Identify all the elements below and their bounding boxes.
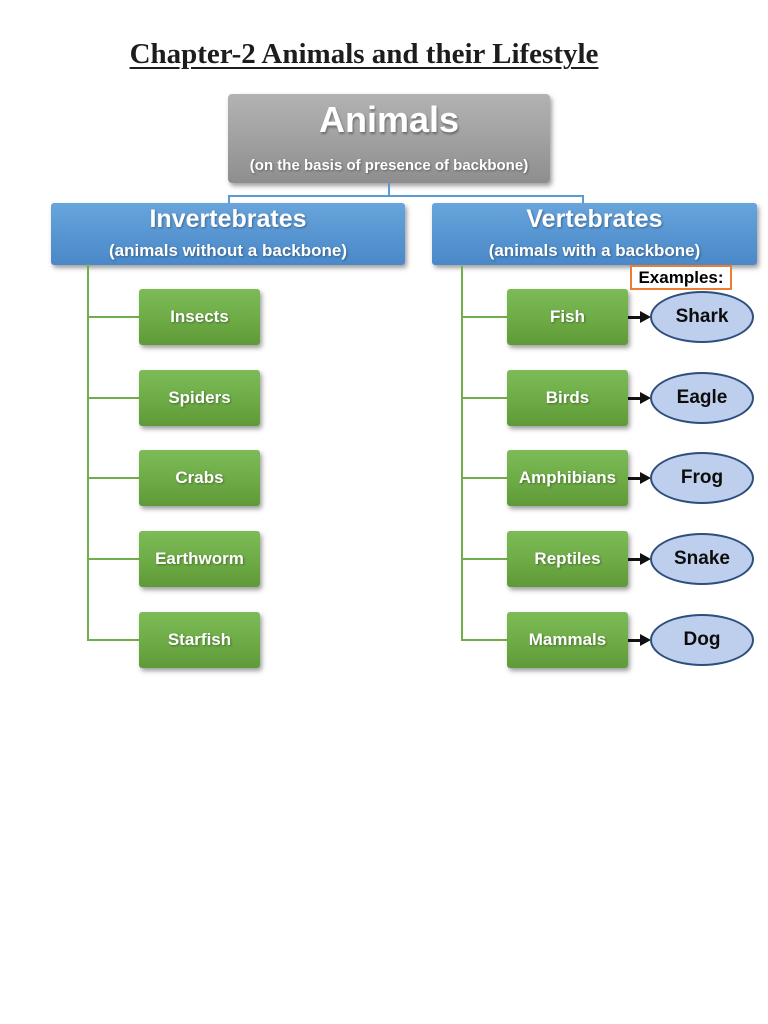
arrow-head-reptiles-snake xyxy=(640,553,651,565)
node-mammals: Mammals xyxy=(507,612,628,668)
node-insects: Insects xyxy=(139,289,260,345)
connector-spiders xyxy=(87,397,139,399)
branch-vertebrates-subtitle: (animals with a backbone) xyxy=(488,241,701,260)
connector-root-crossbar xyxy=(228,195,584,197)
node-birds: Birds xyxy=(507,370,628,426)
connector-vertebrates-trunk xyxy=(461,266,463,641)
arrow-line-mammals-dog xyxy=(628,639,642,642)
example-dog: Dog xyxy=(650,614,754,666)
connector-insects xyxy=(87,316,139,318)
example-snake: Snake xyxy=(650,533,754,585)
node-amphibians: Amphibians xyxy=(507,450,628,506)
branch-invertebrates-title: Invertebrates xyxy=(149,205,307,233)
node-starfish: Starfish xyxy=(139,612,260,668)
arrow-head-amphibians-frog xyxy=(640,472,651,484)
node-spiders: Spiders xyxy=(139,370,260,426)
page-title: Chapter-2 Animals and their Lifestyle xyxy=(129,38,599,70)
arrow-line-reptiles-snake xyxy=(628,558,642,561)
connector-amphibians xyxy=(461,477,507,479)
branch-invertebrates: Invertebrates (animals without a backbon… xyxy=(51,203,405,265)
node-crabs: Crabs xyxy=(139,450,260,506)
connector-crabs xyxy=(87,477,139,479)
branch-invertebrates-subtitle: (animals without a backbone) xyxy=(108,241,348,260)
node-fish: Fish xyxy=(507,289,628,345)
root-node-animals: Animals (on the basis of presence of bac… xyxy=(228,94,550,183)
arrow-head-fish-shark xyxy=(640,311,651,323)
arrow-line-fish-shark xyxy=(628,316,642,319)
root-node-title: Animals xyxy=(318,99,460,140)
arrow-head-mammals-dog xyxy=(640,634,651,646)
connector-drop-invertebrates xyxy=(228,195,230,204)
example-frog: Frog xyxy=(650,452,754,504)
connector-birds xyxy=(461,397,507,399)
arrow-line-birds-eagle xyxy=(628,397,642,400)
examples-label: Examples: xyxy=(630,265,732,290)
connector-reptiles xyxy=(461,558,507,560)
connector-drop-vertebrates xyxy=(582,195,584,204)
node-earthworm: Earthworm xyxy=(139,531,260,587)
branch-vertebrates: Vertebrates (animals with a backbone) xyxy=(432,203,757,265)
example-eagle: Eagle xyxy=(650,372,754,424)
node-reptiles: Reptiles xyxy=(507,531,628,587)
connector-invertebrates-trunk xyxy=(87,264,89,641)
arrow-line-amphibians-frog xyxy=(628,477,642,480)
connector-earthworm xyxy=(87,558,139,560)
example-shark: Shark xyxy=(650,291,754,343)
arrow-head-birds-eagle xyxy=(640,392,651,404)
connector-fish xyxy=(461,316,507,318)
connector-mammals xyxy=(461,639,507,641)
connector-starfish xyxy=(87,639,139,641)
branch-vertebrates-title: Vertebrates xyxy=(526,205,663,233)
connector-root-stem xyxy=(388,183,390,196)
root-node-subtitle: (on the basis of presence of backbone) xyxy=(249,157,529,174)
